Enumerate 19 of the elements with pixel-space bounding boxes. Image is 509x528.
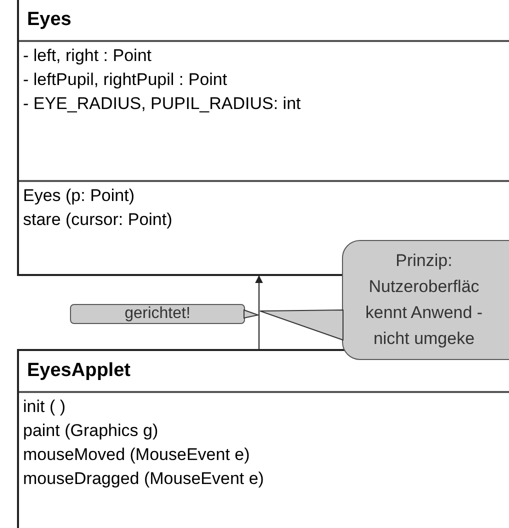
dependency-arrow (255, 275, 263, 349)
method-text: paint (Graphics g) (23, 420, 160, 442)
attribute-text: - leftPupil, rightPupil : Point (23, 69, 228, 91)
method-text: init ( ) (23, 396, 66, 418)
method-text: mouseDragged (MouseEvent e) (23, 468, 265, 490)
callout-text: gerichtet! (124, 305, 190, 323)
attribute-text: - left, right : Point (23, 45, 152, 67)
callout-pointer (260, 310, 344, 341)
method-text: mouseMoved (MouseEvent e) (23, 444, 251, 466)
callout-text: Prinzip: Nutzeroberfläc kennt Anwend - nicht umgeke (364, 250, 484, 350)
method-text: stare (cursor: Point) (23, 209, 174, 231)
class-name: Eyes (27, 8, 72, 32)
class-box (17, 0, 509, 276)
class-name: EyesApplet (27, 359, 132, 383)
callout-pointer (244, 309, 260, 319)
callout-box (342, 240, 509, 360)
attribute-text: - EYE_RADIUS, PUPIL_RADIUS: int (23, 93, 302, 115)
class-box (17, 349, 509, 528)
method-text: Eyes (p: Point) (23, 185, 136, 207)
